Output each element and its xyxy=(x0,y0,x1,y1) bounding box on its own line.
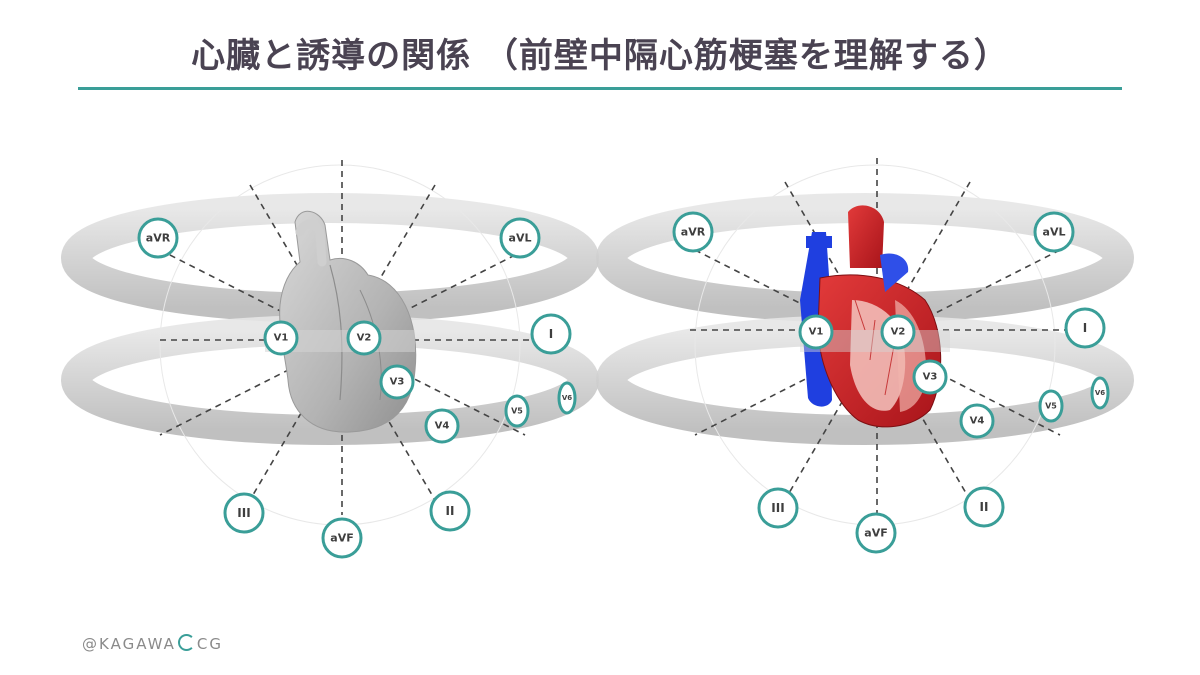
svg-text:aVR: aVR xyxy=(146,232,171,245)
svg-text:V2: V2 xyxy=(891,327,906,338)
lead-I: I xyxy=(530,313,572,355)
lead-V1: V1 xyxy=(263,320,299,356)
svg-text:III: III xyxy=(237,506,250,520)
svg-text:V3: V3 xyxy=(923,372,938,383)
lead-II: II xyxy=(429,490,471,532)
lead-aVF: aVF xyxy=(321,517,363,559)
heart-model-anatomical xyxy=(800,205,942,428)
svg-text:aVL: aVL xyxy=(509,232,532,245)
lead-aVR: aVR xyxy=(672,211,714,253)
svg-text:II: II xyxy=(980,500,989,514)
lead-aVL: aVL xyxy=(499,217,541,259)
svg-text:V2: V2 xyxy=(357,333,372,344)
lead-V5: V5 xyxy=(1038,389,1064,423)
page-title: 心臓と誘導の関係 （前壁中隔心筋梗塞を理解する） xyxy=(191,36,1009,76)
svg-text:V1: V1 xyxy=(274,333,289,344)
svg-text:III: III xyxy=(771,501,784,515)
lead-V3: V3 xyxy=(379,364,415,400)
lead-aVF: aVF xyxy=(855,512,897,554)
lead-I: I xyxy=(1064,307,1106,349)
lead-V5: V5 xyxy=(504,394,530,428)
svg-text:V6: V6 xyxy=(562,394,572,402)
svg-text:V5: V5 xyxy=(1045,402,1057,411)
lead-V6: V6 xyxy=(1090,376,1110,410)
lead-III: III xyxy=(223,492,265,534)
svg-text:I: I xyxy=(1083,321,1087,335)
svg-text:aVF: aVF xyxy=(864,527,887,540)
svg-text:aVR: aVR xyxy=(681,226,706,239)
lead-V4: V4 xyxy=(424,408,460,444)
lead-aVR: aVR xyxy=(137,217,179,259)
svg-text:aVL: aVL xyxy=(1043,226,1066,239)
svg-text:V1: V1 xyxy=(809,327,824,338)
svg-text:V3: V3 xyxy=(390,377,405,388)
svg-text:V4: V4 xyxy=(970,416,985,427)
svg-text:II: II xyxy=(446,504,455,518)
svg-text:V4: V4 xyxy=(435,421,450,432)
lead-aVL: aVL xyxy=(1033,211,1075,253)
brand-logo: @KAGAWA CG xyxy=(82,634,223,653)
lead-V3: V3 xyxy=(912,359,948,395)
svg-text:I: I xyxy=(549,327,553,341)
title-underline xyxy=(78,87,1122,90)
brand-prefix: @KAGAWA xyxy=(82,635,176,653)
lead-V1: V1 xyxy=(798,314,834,350)
svg-text:V5: V5 xyxy=(511,407,523,416)
panel-right: aVR aVL I II aVF III V1 V2 xyxy=(596,158,1134,554)
lead-V4: V4 xyxy=(959,403,995,439)
swirl-icon xyxy=(177,634,195,651)
lead-V2: V2 xyxy=(346,320,382,356)
lead-V2: V2 xyxy=(880,314,916,350)
lead-V6: V6 xyxy=(557,381,577,415)
svg-text:V6: V6 xyxy=(1095,389,1105,397)
brand-suffix: CG xyxy=(196,635,224,653)
svg-text:aVF: aVF xyxy=(330,532,353,545)
lead-III: III xyxy=(757,487,799,529)
lead-II: II xyxy=(963,486,1005,528)
panel-left: aVR aVL I II aVF III V1 V2 xyxy=(61,160,599,559)
